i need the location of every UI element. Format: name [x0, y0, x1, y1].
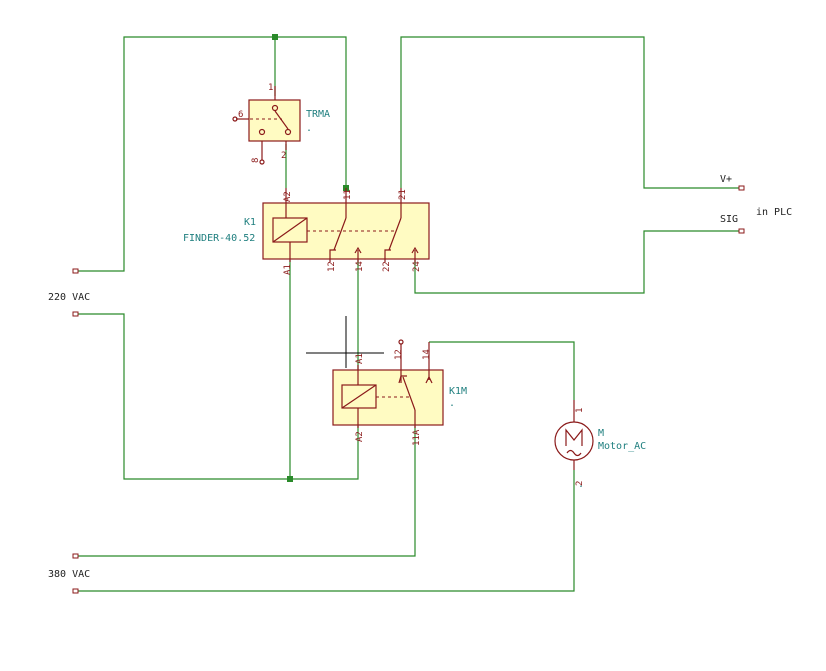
- motor-value: Motor_AC: [598, 441, 646, 452]
- wires: [76, 36, 740, 592]
- component-trma[interactable]: 1 2 6 8 TRMA .: [232, 83, 330, 165]
- k1-coil: [272, 217, 308, 243]
- terminal-380-a[interactable]: [72, 553, 79, 559]
- motor-ref: M: [598, 428, 604, 439]
- k1-contact1-blade: [333, 217, 347, 251]
- trma-ref: TRMA: [306, 109, 330, 120]
- k1m-12-terminal: [398, 339, 404, 345]
- k1-contact2-nc: [384, 249, 391, 262]
- trma-pin2-number: 2: [281, 151, 286, 161]
- terminal-sig[interactable]: [738, 228, 745, 234]
- trma-contact-left: [258, 128, 266, 136]
- label-in-plc: in PLC: [756, 207, 792, 218]
- terminal-380-b[interactable]: [72, 588, 79, 594]
- wire-sig-to-k1-24: [414, 230, 740, 294]
- motor-circle: [554, 421, 594, 461]
- junction-bottom: [287, 476, 293, 482]
- component-k1[interactable]: A2 A1 11 21 12 14 22 24 K1 FINDER-40.52: [183, 188, 430, 275]
- k1-a2-number: A2: [283, 191, 293, 202]
- label-220vac: 220 VAC: [48, 292, 90, 303]
- label-sig: SIG: [720, 214, 738, 225]
- trma-pin6-terminal: [232, 116, 238, 122]
- wire-380-top: [76, 426, 416, 557]
- motor-ac-wave: [566, 449, 582, 457]
- motor-pin2-number: 2: [575, 481, 585, 486]
- k1-value: FINDER-40.52: [183, 233, 255, 244]
- k1-coil-diagonal: [272, 217, 308, 243]
- trma-value: .: [306, 123, 312, 134]
- trma-contact-right: [284, 128, 292, 136]
- component-k1m[interactable]: A1 A2 12 14 11A K1M .: [332, 339, 467, 446]
- terminal-vplus[interactable]: [738, 185, 745, 191]
- terminals: [72, 185, 745, 594]
- k1m-contact-nc: [398, 375, 407, 384]
- k1-12-number: 12: [327, 261, 337, 272]
- motor-m-glyph: [565, 428, 583, 446]
- wire-220-top: [76, 36, 347, 272]
- trma-pin8-terminal: [259, 159, 265, 165]
- wire-220-bottom: [76, 313, 359, 480]
- wire-k1-21-to-vplus: [400, 36, 740, 189]
- k1-a1-number: A1: [283, 264, 293, 275]
- trma-pin1-number: 1: [268, 83, 273, 93]
- k1-11-number: 11: [343, 189, 353, 200]
- k1m-ref: K1M: [449, 386, 467, 397]
- label-380vac: 380 VAC: [48, 569, 90, 580]
- motor-extra: .: [578, 479, 584, 490]
- wire-380-bottom: [76, 470, 575, 592]
- motor-pin1-number: 1: [575, 408, 585, 413]
- k1-24-number: 24: [412, 261, 422, 272]
- k1m-coil-diagonal: [341, 384, 377, 409]
- k1-contact1-no: [354, 246, 362, 254]
- k1m-a2-number: A2: [355, 431, 365, 442]
- component-motor[interactable]: 1 2 M Motor_AC .: [554, 400, 646, 490]
- k1m-contact-no: [425, 375, 433, 384]
- trma-pin8-number: 8: [251, 158, 261, 163]
- label-vplus: V+: [720, 174, 732, 185]
- trma-pin6-number: 6: [238, 110, 243, 120]
- k1-ref: K1: [244, 217, 256, 228]
- k1-contact1-nc: [329, 249, 336, 262]
- k1-contact2-no: [411, 246, 419, 254]
- k1m-a1-number: A1: [355, 353, 365, 364]
- terminal-220-a[interactable]: [72, 268, 79, 274]
- trma-switch-blade: [274, 110, 289, 130]
- k1-21-number: 21: [398, 189, 408, 200]
- junction-top: [272, 34, 278, 40]
- k1-14-number: 14: [355, 261, 365, 272]
- trma-body: [248, 99, 301, 142]
- k1m-11a-number: 11A: [412, 429, 422, 446]
- wire-k1m-14-to-motor: [429, 341, 575, 400]
- k1m-contact-blade: [402, 376, 416, 411]
- k1m-12-number: 12: [394, 349, 404, 360]
- k1m-value: .: [449, 398, 455, 409]
- terminal-220-b[interactable]: [72, 311, 79, 317]
- k1-contact2-blade: [388, 217, 402, 251]
- k1m-14-number: 14: [422, 349, 432, 360]
- trma-contact-top: [271, 104, 279, 112]
- k1-22-number: 22: [382, 261, 392, 272]
